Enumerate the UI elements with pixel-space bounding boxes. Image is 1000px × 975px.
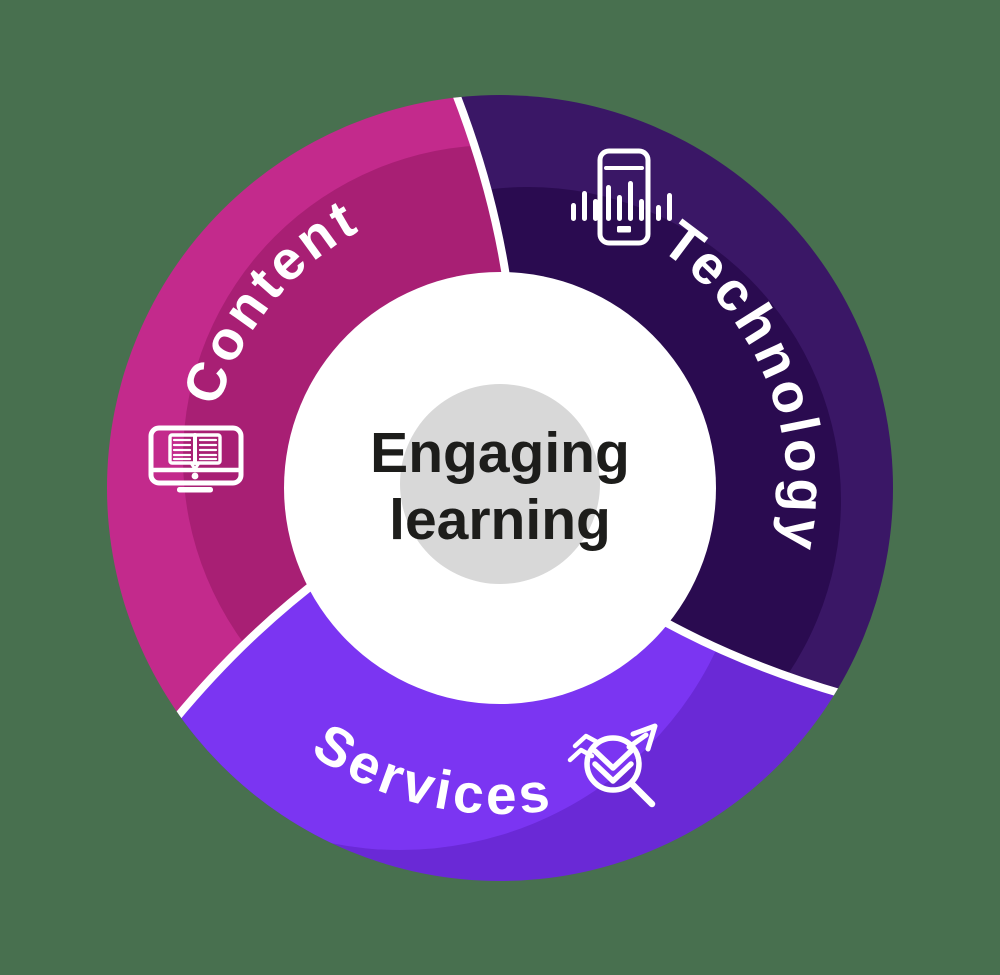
smartphone-soundwave-icon — [571, 148, 672, 246]
book-page-lines — [172, 438, 218, 461]
monitor-book-icon — [148, 425, 244, 493]
book-spine-tail — [189, 461, 201, 471]
phone-home-button — [617, 226, 631, 233]
monitor-power-dot — [191, 472, 199, 480]
magnifier-glass — [584, 735, 642, 793]
monitor-stand — [177, 487, 213, 493]
center-title-line2: learning — [389, 488, 611, 552]
divider-technology-services — [647, 609, 845, 698]
motion-mark-2 — [572, 733, 600, 749]
center-dot — [400, 384, 600, 584]
magnifier-handle — [629, 781, 656, 808]
monitor-body — [148, 425, 244, 486]
magnifier-growth-arrow-icon — [567, 723, 658, 808]
magnifier-chevron-2 — [592, 761, 634, 784]
divider-services-content — [171, 571, 328, 723]
center-title-line1: Engaging — [370, 421, 630, 485]
arrow-head — [630, 723, 658, 752]
equalizer-bars — [571, 181, 672, 221]
phone-body — [597, 148, 651, 246]
motion-mark-1 — [567, 747, 595, 763]
magnifier-chevron-1 — [592, 748, 634, 771]
arrow-shaft — [626, 732, 649, 750]
divider-content-technology — [450, 95, 513, 294]
